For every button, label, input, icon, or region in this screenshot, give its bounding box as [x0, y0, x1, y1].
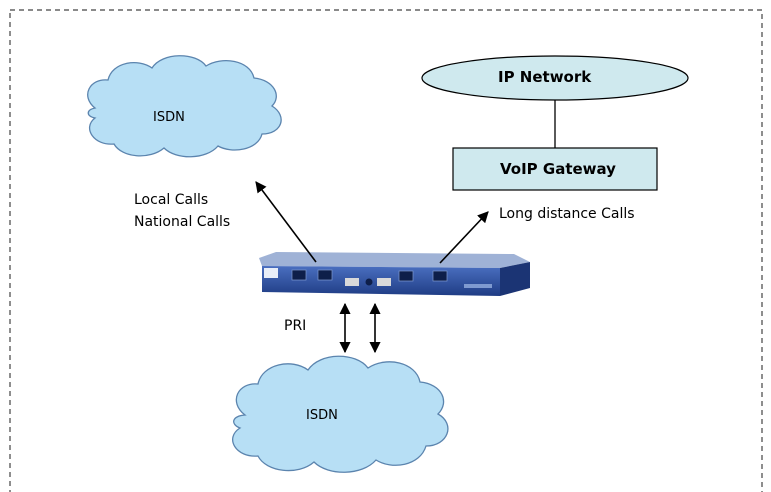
voip-gateway-label: VoIP Gateway	[500, 160, 616, 178]
isdn-cloud-icon-bottom	[232, 355, 449, 473]
pri-label: PRI	[284, 318, 307, 334]
local-calls-label: Local Calls	[134, 192, 209, 208]
isdn-label-bottom: ISDN	[306, 408, 338, 423]
isdn-label-top: ISDN	[153, 110, 185, 125]
arrow-icon-to-isdn	[255, 181, 317, 263]
ip-network-label: IP Network	[498, 68, 592, 86]
long-distance-label: Long distance Calls	[499, 206, 635, 222]
voip-gateway-box	[452, 147, 658, 191]
cloud-top-shape	[87, 55, 282, 158]
arrow-icon-to-gateway	[439, 211, 489, 264]
dashed-border	[9, 9, 763, 492]
cloud-bottom-shape	[232, 355, 449, 473]
isdn-cloud-icon-top	[87, 55, 282, 158]
router-device-icon	[259, 252, 530, 296]
national-calls-label: National Calls	[134, 214, 231, 230]
